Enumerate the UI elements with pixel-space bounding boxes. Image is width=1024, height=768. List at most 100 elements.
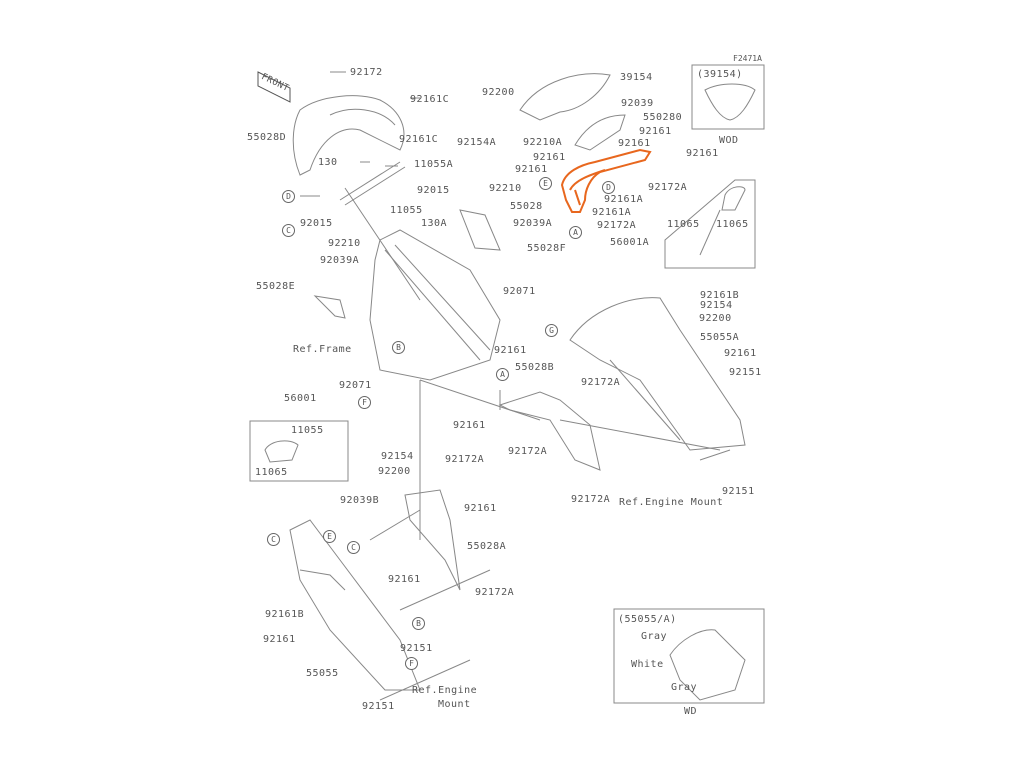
ref-circle-e: E <box>539 177 552 190</box>
part-label[interactable]: 92154A <box>457 137 497 148</box>
part-label[interactable]: 92151 <box>722 486 755 497</box>
part-label[interactable]: 55055 <box>306 668 339 679</box>
part-label[interactable]: 92015 <box>417 185 450 196</box>
part-label[interactable]: 92151 <box>362 701 395 712</box>
part-label[interactable]: 92039A <box>320 255 360 266</box>
ref-circle-c: C <box>267 533 280 546</box>
part-label[interactable]: 92161 <box>724 348 757 359</box>
part-label[interactable]: 11065 <box>667 219 700 230</box>
highlighted-part-55028[interactable] <box>560 148 652 213</box>
highlighted-part-label[interactable]: 55028 <box>510 201 543 212</box>
part-label[interactable]: 92172A <box>475 587 515 598</box>
ref-engine-label: Mount <box>438 699 471 710</box>
ref-circle-f: F <box>358 396 371 409</box>
ref-circle-a: A <box>569 226 582 239</box>
part-label[interactable]: 92161 <box>464 503 497 514</box>
frame-part <box>369 229 501 381</box>
part-label[interactable]: 92172A <box>648 182 688 193</box>
part-label[interactable]: 92172A <box>597 220 637 231</box>
part-label[interactable]: 92039B <box>340 495 380 506</box>
part-label[interactable]: 92210 <box>328 238 361 249</box>
part-label[interactable]: 11055 <box>390 205 423 216</box>
part-label[interactable]: 92151 <box>729 367 762 378</box>
part-label[interactable]: 92154 <box>700 300 733 311</box>
ref-circle-a: A <box>496 368 509 381</box>
part-label[interactable]: 55028B <box>515 362 555 373</box>
part-label[interactable]: 92161 <box>533 152 566 163</box>
part-label[interactable]: 92039 <box>621 98 654 109</box>
side-cowl-right <box>569 297 746 451</box>
upper-cowl-part <box>292 95 405 176</box>
part-label[interactable]: 550280 <box>643 112 683 123</box>
part-label[interactable]: 11055 <box>291 425 324 436</box>
diagram-code: F2471A <box>733 54 762 63</box>
part-label[interactable]: 92161 <box>618 138 651 149</box>
part-label[interactable]: 55028F <box>527 243 567 254</box>
inset-box-caption: WD <box>684 706 698 717</box>
part-label[interactable]: 92161C <box>399 134 439 145</box>
part-label[interactable]: 56001 <box>284 393 317 404</box>
part-label[interactable]: 92161C <box>410 94 450 105</box>
part-label[interactable]: 55028E <box>256 281 296 292</box>
part-label[interactable]: 92071 <box>503 286 536 297</box>
ref-engine-label: Ref.Engine <box>412 685 478 696</box>
part-label[interactable]: 92161A <box>604 194 644 205</box>
inset-box-title: (55055/A) <box>618 614 677 625</box>
part-label[interactable]: 92151 <box>400 643 433 654</box>
side-cowl-left <box>289 519 421 691</box>
part-label[interactable]: 92161B <box>265 609 305 620</box>
part-label[interactable]: 92161 <box>263 634 296 645</box>
part-label[interactable]: 92161 <box>388 574 421 585</box>
ref-circle-c: C <box>282 224 295 237</box>
part-label[interactable]: 92161 <box>494 345 527 356</box>
part-label[interactable]: 56001A <box>610 237 650 248</box>
ref-frame-label: Ref.Frame <box>293 344 352 355</box>
part-label[interactable]: 92172A <box>581 377 621 388</box>
ref-circle-d: D <box>282 190 295 203</box>
ref-engine-label: Ref.Engine Mount <box>619 497 724 508</box>
part-label[interactable]: 92200 <box>699 313 732 324</box>
ref-circle-e: E <box>323 530 336 543</box>
part-label[interactable]: 92015 <box>300 218 333 229</box>
part-label[interactable]: 92161B <box>700 290 740 301</box>
ref-circle-f: F <box>405 657 418 670</box>
part-label[interactable]: 92071 <box>339 380 372 391</box>
part-label[interactable]: 92161 <box>639 126 672 137</box>
part-label[interactable]: 11065 <box>716 219 749 230</box>
part-label[interactable]: 92154 <box>381 451 414 462</box>
part-label[interactable]: 92161 <box>686 148 719 159</box>
part-label[interactable]: 92039A <box>513 218 553 229</box>
part-label[interactable]: 11065 <box>255 467 288 478</box>
color-label: Gray <box>641 631 668 642</box>
inset-box-title: (39154) <box>697 69 743 80</box>
ref-circle-g: G <box>545 324 558 337</box>
part-label[interactable]: 55055A <box>700 332 740 343</box>
color-label: White <box>631 659 664 670</box>
part-label[interactable]: 92210 <box>489 183 522 194</box>
mirror-box-top <box>664 179 756 269</box>
windscreen-part <box>519 73 611 121</box>
part-label[interactable]: 92172A <box>508 446 548 457</box>
part-label[interactable]: 92161 <box>515 164 548 175</box>
part-label[interactable]: 92161A <box>592 207 632 218</box>
part-label[interactable]: 92210A <box>523 137 563 148</box>
part-label[interactable]: 92172A <box>445 454 485 465</box>
part-label[interactable]: 55028D <box>247 132 287 143</box>
ref-circle-d: D <box>602 181 615 194</box>
part-label[interactable]: 92172A <box>571 494 611 505</box>
ref-circle-c: C <box>347 541 360 554</box>
color-label: Gray <box>671 682 698 693</box>
part-label[interactable]: 92161 <box>453 420 486 431</box>
part-label[interactable]: 130 <box>318 157 338 168</box>
inset-box-caption: WOD <box>719 135 739 146</box>
part-label[interactable]: 39154 <box>620 72 653 83</box>
ref-circle-b: B <box>412 617 425 630</box>
part-label[interactable]: 55028A <box>467 541 507 552</box>
part-label[interactable]: 92200 <box>482 87 515 98</box>
part-label[interactable]: 92200 <box>378 466 411 477</box>
part-label[interactable]: 130A <box>421 218 448 229</box>
part-label[interactable]: 11055A <box>414 159 454 170</box>
part-label[interactable]: 92172 <box>350 67 383 78</box>
